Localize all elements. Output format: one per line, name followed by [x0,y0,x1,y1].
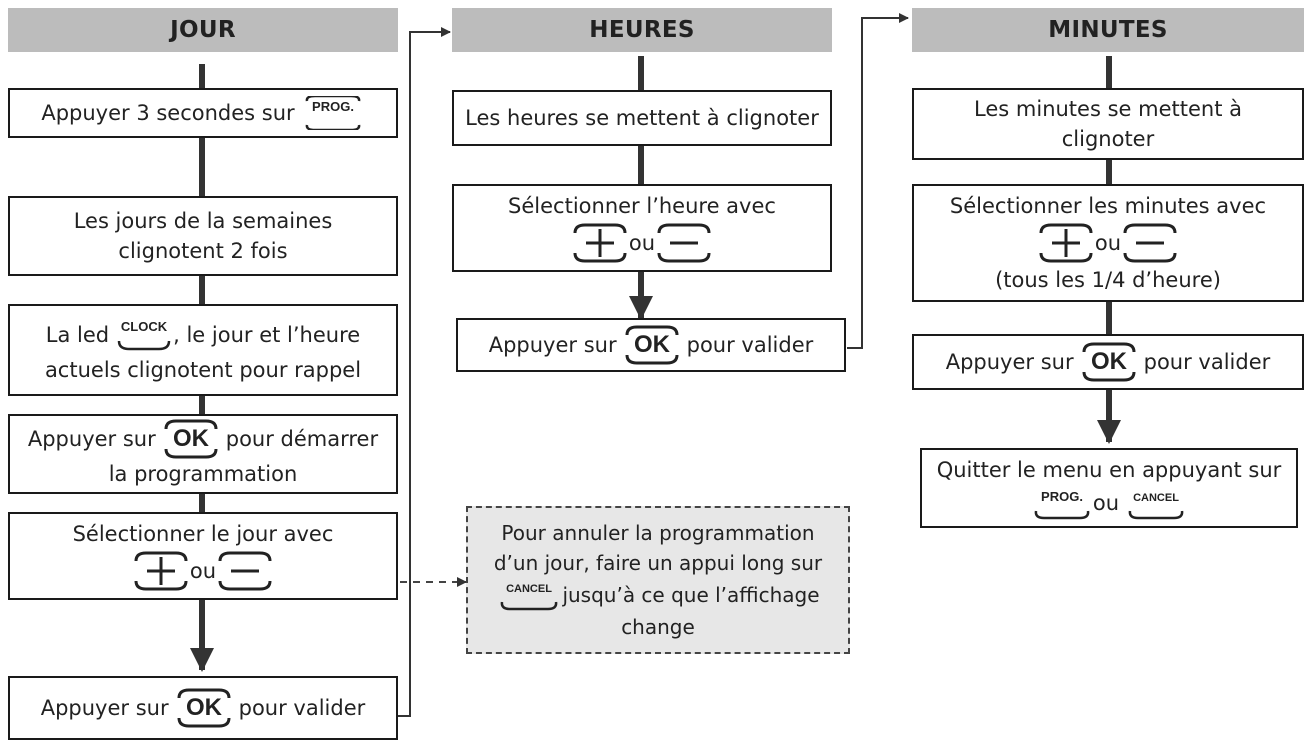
minutes-step1-line1: Les minutes se mettent à [974,97,1242,121]
jour-step-select-day: Sélectionner le jour avec ou [8,512,398,600]
minutes-step2-line3: (tous les 1/4 d’heure) [995,268,1221,292]
ok-button-icon: OK [1080,342,1138,382]
jour-step3-pre: La led [45,323,110,347]
ok-icon-label: OK [173,425,210,452]
heures-step2-line1: Sélectionner l’heure avec [508,194,776,218]
heures-to-minutes-connector [847,13,909,349]
cancel-note-box: Pour annuler la programmation d’un jour,… [466,506,850,654]
heures-step-select-hour: Sélectionner l’heure avec ou [452,184,832,272]
jour-step-press-ok-start: Appuyer sur OK pour démarrer la programm… [8,414,398,494]
minutes-step4-line1: Quitter le menu en appuyant sur [936,458,1282,482]
note-line1: Pour annuler la programmation [501,521,815,545]
minutes-step1-line2: clignoter [1061,127,1155,151]
clock-icon-label: CLOCK [121,319,168,334]
minus-button-icon [655,221,713,265]
cancel-icon-label: CANCEL [1133,492,1179,504]
heures-step-hours-blink: Les heures se mettent à clignoter [452,90,832,146]
cancel-button-icon: CANCEL [496,578,562,612]
note-line3: jusqu’à ce que l’affichage [562,583,820,607]
minutes-step-quit-menu: Quitter le menu en appuyant sur PROG. ou… [920,448,1298,528]
minutes-step-select-minutes: Sélectionner les minutes avec ou (tous l… [912,184,1304,302]
clock-button-icon: CLOCK [115,315,173,355]
header-heures: HEURES [452,8,832,52]
cancel-button-icon: CANCEL [1125,485,1187,521]
header-heures-label: HEURES [589,17,695,43]
prog-button-icon: PROG. [1031,485,1093,521]
jour-step6-post: pour valider [238,696,366,720]
header-minutes: MINUTES [912,8,1304,52]
jour-to-heures-connector [397,27,451,717]
ok-icon-label: OK [634,331,671,358]
heures-step2-or: ou [628,231,656,255]
plus-button-icon [1037,221,1095,265]
plus-button-icon [132,549,190,593]
minus-button-icon [1121,221,1179,265]
jour-step6-pre: Appuyer sur [40,696,169,720]
heures-step3-pre: Appuyer sur [488,333,617,357]
jour-step-led-clock: La led CLOCK , le jour et l’heure actuel… [8,304,398,396]
ok-button-icon: OK [175,688,233,728]
jour-step-press-ok-validate: Appuyer sur OK pour valider [8,676,398,740]
ok-icon-label: OK [1091,348,1128,375]
ok-button-icon: OK [162,419,220,459]
heures-step3-post: pour valider [686,333,814,357]
prog-icon-label: PROG. [312,99,354,114]
heures-step-press-ok-validate: Appuyer sur OK pour valider [456,318,846,372]
ok-icon-label: OK [186,694,223,721]
jour-step-days-blink: Les jours de la semaines clignotent 2 fo… [8,196,398,276]
prog-icon-label: PROG. [1041,489,1083,504]
jour-step1-text: Appuyer 3 secondes sur [41,101,295,125]
jour-step5-or: ou [189,559,217,583]
minus-button-icon [216,549,274,593]
jour-step2-line2: clignotent 2 fois [118,239,288,263]
note-line2: d’un jour, faire un appui long sur [493,551,823,575]
minutes-step3-post: pour valider [1143,350,1271,374]
minutes-step3-pre: Appuyer sur [945,350,1074,374]
note-line4: change [621,615,695,639]
header-minutes-label: MINUTES [1048,17,1168,43]
jour-step4-line2: la programmation [108,462,298,486]
minutes-step-press-ok-validate: Appuyer sur OK pour valider [912,334,1304,390]
jour-step3-line2: actuels clignotent pour rappel [44,358,362,382]
heures-step1-text: Les heures se mettent à clignoter [465,106,819,130]
header-jour-label: JOUR [170,17,236,43]
minutes-step-minutes-blink: Les minutes se mettent à clignoter [912,88,1304,160]
prog-button-icon: PROG. [301,96,365,130]
plus-button-icon [571,221,629,265]
header-jour: JOUR [8,8,398,52]
jour-step5-line1: Sélectionner le jour avec [72,522,334,546]
jour-step4-pre: Appuyer sur [27,427,156,451]
minutes-step2-line1: Sélectionner les minutes avec [949,194,1267,218]
minutes-step4-or: ou [1092,491,1120,515]
jour-step3-post: , le jour et l’heure [173,323,361,347]
jour-step4-post: pour démarrer [225,427,379,451]
minutes-step2-or: ou [1094,231,1122,255]
jour-step-press-prog: Appuyer 3 secondes sur PROG. [8,88,398,138]
jour-step2-line1: Les jours de la semaines [73,209,333,233]
ok-button-icon: OK [623,325,681,365]
cancel-icon-label: CANCEL [507,583,553,595]
